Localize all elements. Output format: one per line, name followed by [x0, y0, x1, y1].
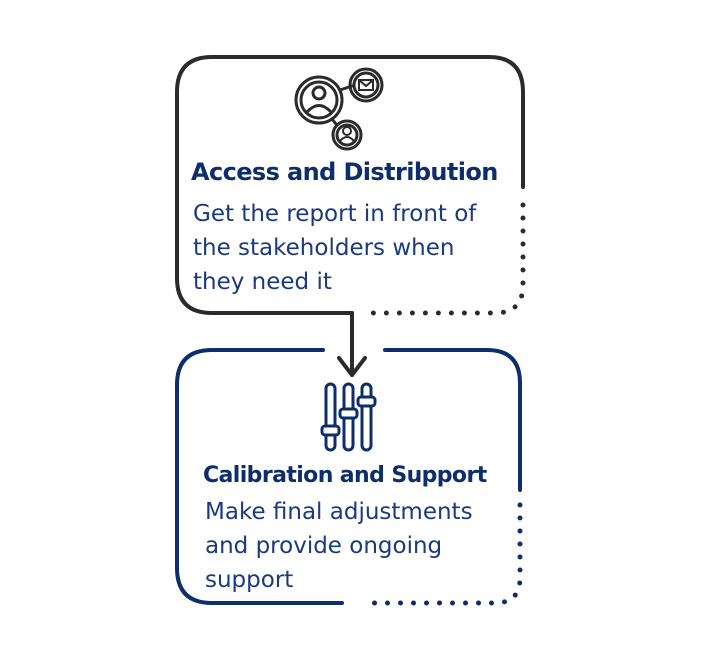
box1-outline — [175, 55, 525, 315]
box2-dotted — [369, 502, 523, 606]
box2-outline — [175, 348, 522, 605]
step1-title: Access and Distribution — [191, 158, 498, 186]
step2-title: Calibration and Support — [203, 463, 487, 488]
step1-desc-line: they need it — [193, 269, 332, 295]
step1-description: Get the report in front of the stakehold… — [193, 197, 476, 299]
network-share-icon — [294, 67, 384, 151]
step1-desc-line: the stakeholders when — [193, 235, 455, 261]
step2-desc-line: and provide ongoing — [205, 533, 443, 559]
step1-desc-line: Get the report in front of — [193, 201, 477, 227]
step2-desc-line: support — [205, 567, 294, 593]
arrow-down-icon — [337, 356, 367, 377]
box1-dotted — [369, 202, 526, 316]
sliders-icon — [320, 382, 377, 452]
step2-desc-line: Make final adjustments — [205, 499, 473, 525]
step2-description: Make final adjustments and provide ongoi… — [205, 495, 473, 597]
